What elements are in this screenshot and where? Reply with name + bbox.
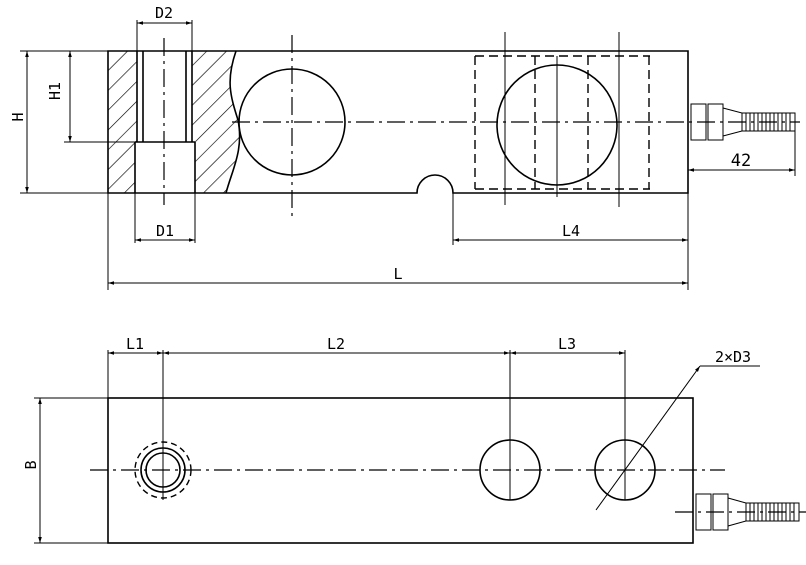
- dim-label-holes: 2×D3: [715, 348, 751, 366]
- dim-label-h1: H1: [46, 82, 64, 100]
- cable-connector: [675, 493, 806, 531]
- cable-connector: [690, 103, 796, 141]
- leader-line: [595, 365, 701, 511]
- dim-label-l: L: [393, 265, 402, 283]
- dim-label-h: H: [9, 112, 27, 121]
- break-line: [225, 50, 241, 194]
- dim-label-d2: D2: [155, 4, 173, 22]
- dim-label-l3: L3: [558, 335, 576, 353]
- dim-label-l1: L1: [126, 335, 144, 353]
- dimension-lines: [20, 20, 796, 290]
- side-section-view: D2 H1 H D1 L4 L 42: [9, 4, 800, 290]
- dim-label-d1: D1: [156, 222, 174, 240]
- counterbore-hole: [134, 51, 196, 193]
- body-outline: [107, 50, 689, 194]
- dim-label-b: B: [22, 460, 40, 469]
- dim-label-l2: L2: [327, 335, 345, 353]
- section-hatching: [108, 51, 240, 193]
- hidden-holes: [474, 55, 650, 190]
- dim-label-cable-length: 42: [731, 151, 751, 171]
- dim-label-l4: L4: [562, 222, 580, 240]
- plan-view: L1 L2 L3 B 2×D3: [22, 335, 806, 544]
